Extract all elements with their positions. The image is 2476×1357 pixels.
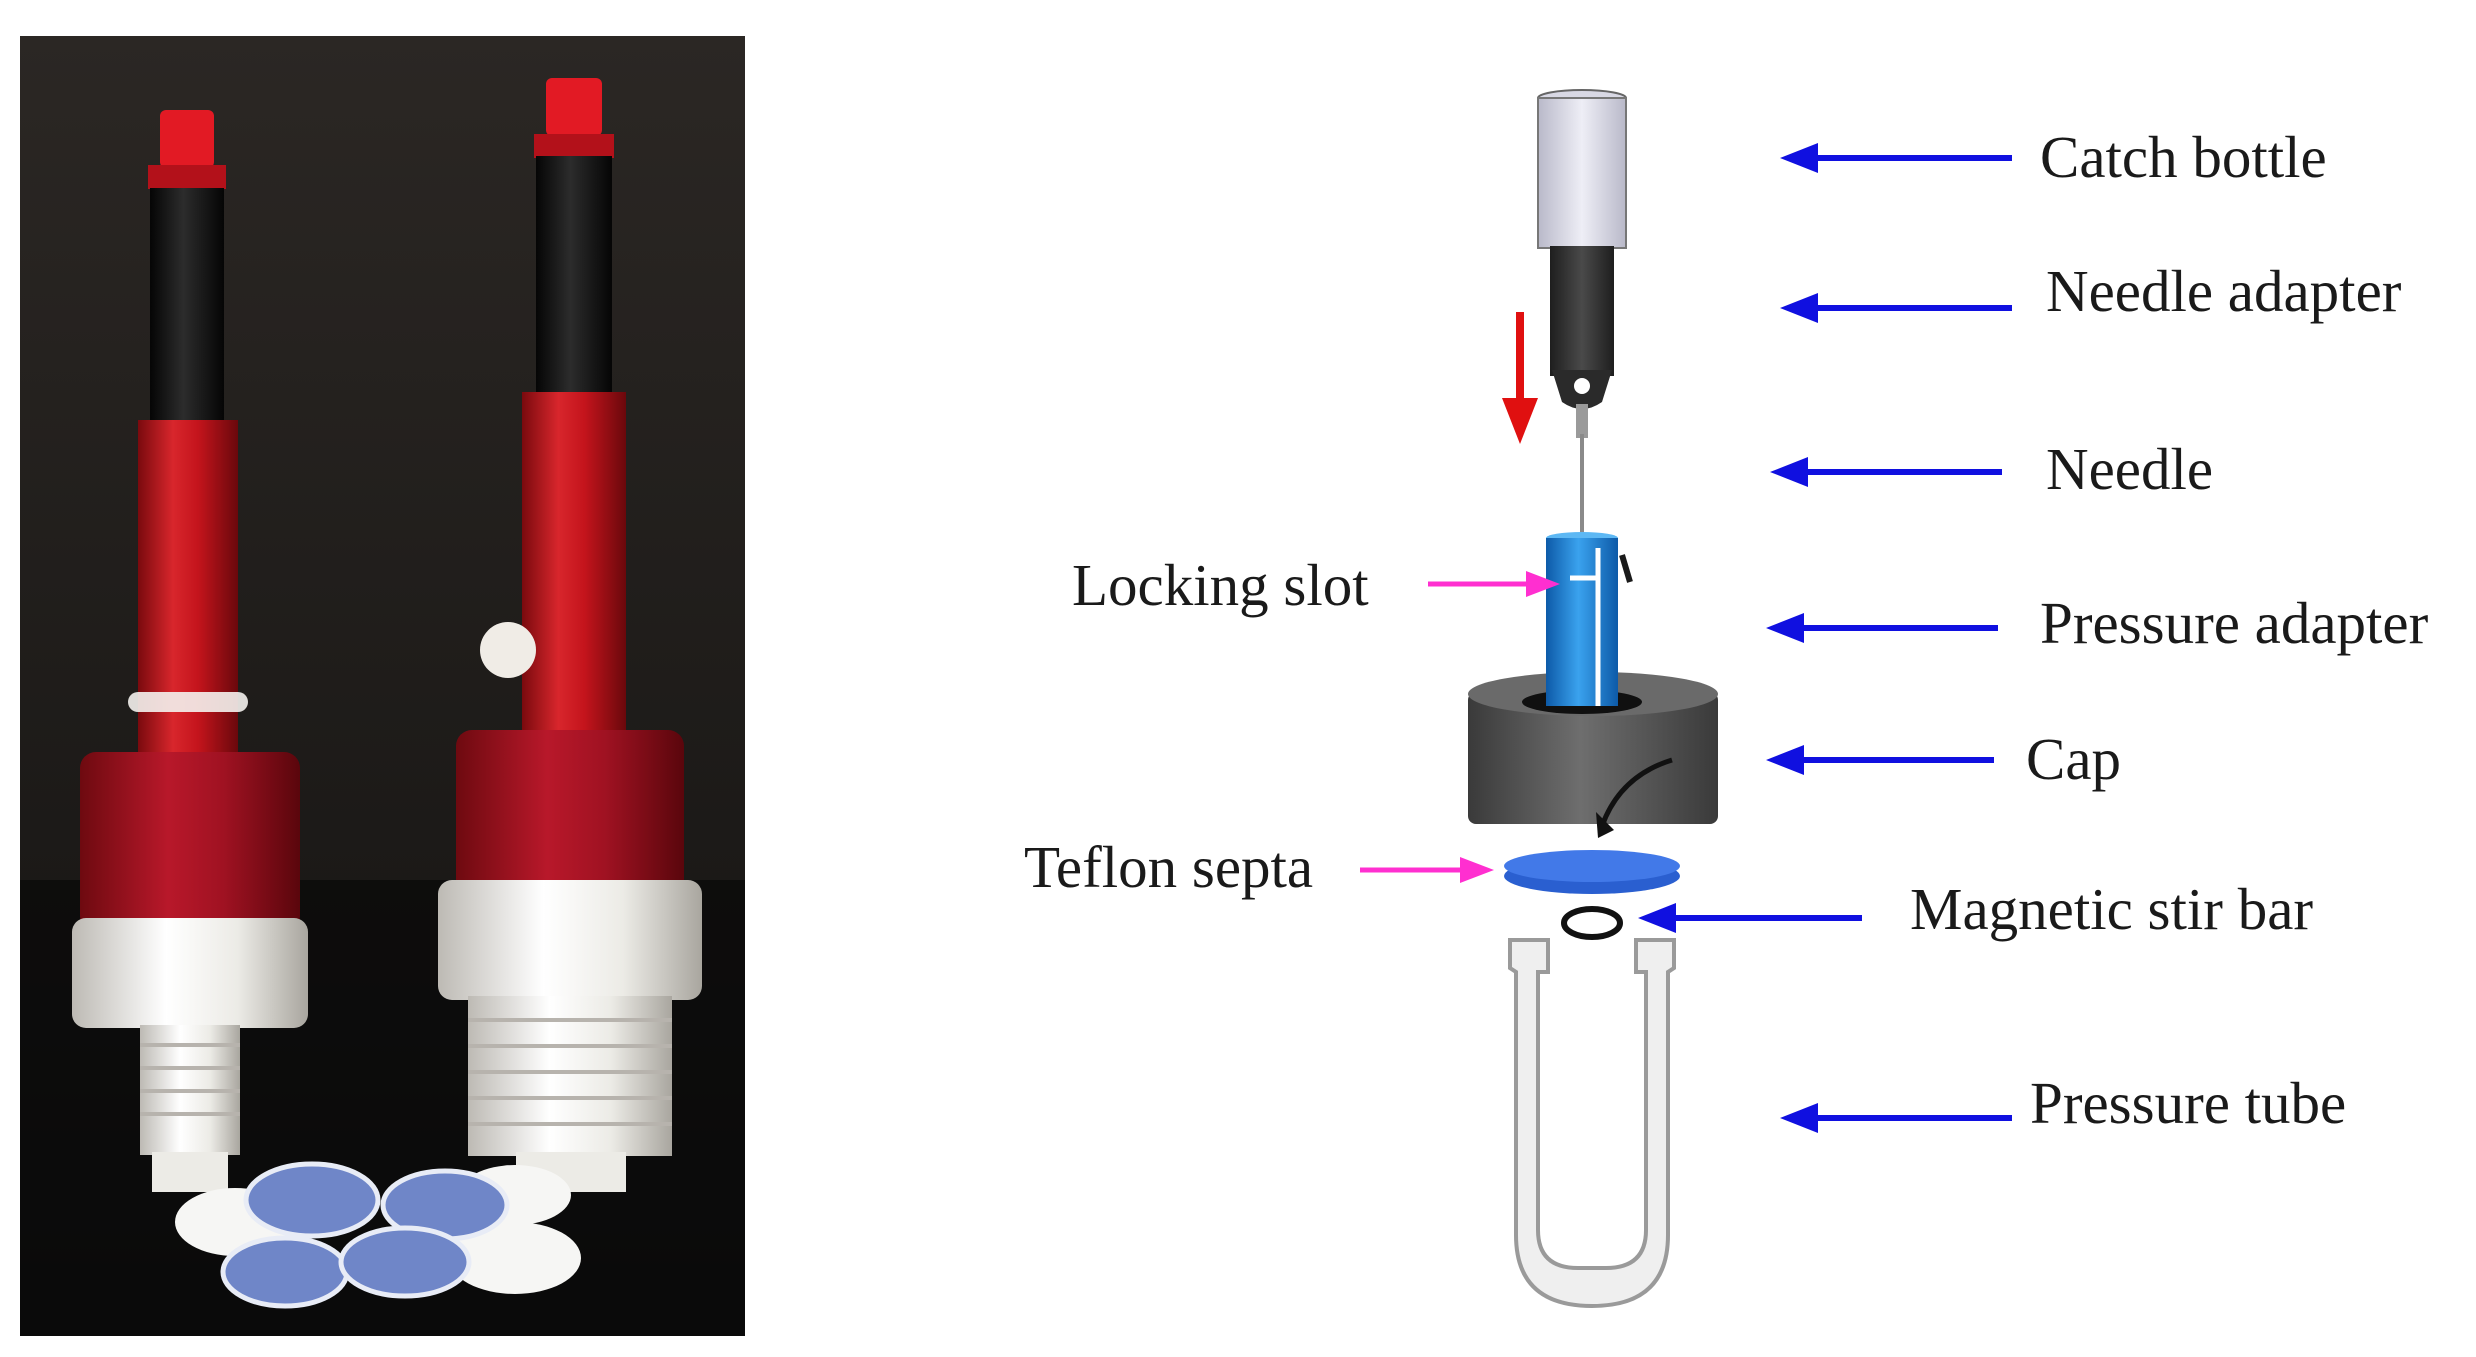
label-catch-bottle: Catch bottle: [2040, 124, 2327, 190]
photo-septa-disks: [175, 1161, 581, 1309]
arrow-magnetic-stir-bar: [1638, 903, 1862, 933]
arrow-catch-bottle: [1780, 143, 2012, 173]
arrow-teflon-septa: [1360, 857, 1494, 883]
magnetic-stir-bar-part: [1561, 906, 1623, 940]
pressure-tube-part: [1508, 938, 1676, 1309]
label-cap: Cap: [2026, 726, 2122, 792]
arrow-pressure-tube: [1780, 1103, 2012, 1133]
arrow-needle-adapter: [1780, 293, 2012, 323]
photo-left-tube-assembly: [72, 110, 308, 1192]
catch-bottle-part: [1537, 89, 1627, 249]
cap-part: [1468, 640, 1718, 838]
label-magnetic-stir-bar: Magnetic stir bar: [1910, 876, 2314, 942]
arrow-pressure-adapter: [1766, 613, 1998, 643]
teflon-septa-part: [1504, 850, 1680, 894]
arrow-cap: [1766, 745, 1994, 775]
insertion-direction-arrow: [1502, 312, 1538, 444]
arrow-needle: [1770, 457, 2002, 487]
product-photo: [20, 36, 745, 1336]
label-teflon-septa: Teflon septa: [1024, 834, 1314, 900]
needle-adapter-part: [1550, 246, 1614, 409]
exploded-schematic: [1360, 89, 2012, 1309]
callout-arrows: [1638, 143, 2012, 1133]
label-needle: Needle: [2046, 436, 2214, 502]
photo-stir-bead: [480, 622, 536, 678]
label-pressure-tube: Pressure tube: [2030, 1070, 2347, 1136]
arrow-locking-slot: [1428, 571, 1560, 597]
inline-arrows: [1360, 571, 1560, 883]
photo-right-tube-assembly: [438, 78, 702, 1192]
label-locking-slot: Locking slot: [1072, 552, 1369, 618]
label-needle-adapter: Needle adapter: [2046, 258, 2402, 324]
label-pressure-adapter: Pressure adapter: [2040, 590, 2429, 656]
